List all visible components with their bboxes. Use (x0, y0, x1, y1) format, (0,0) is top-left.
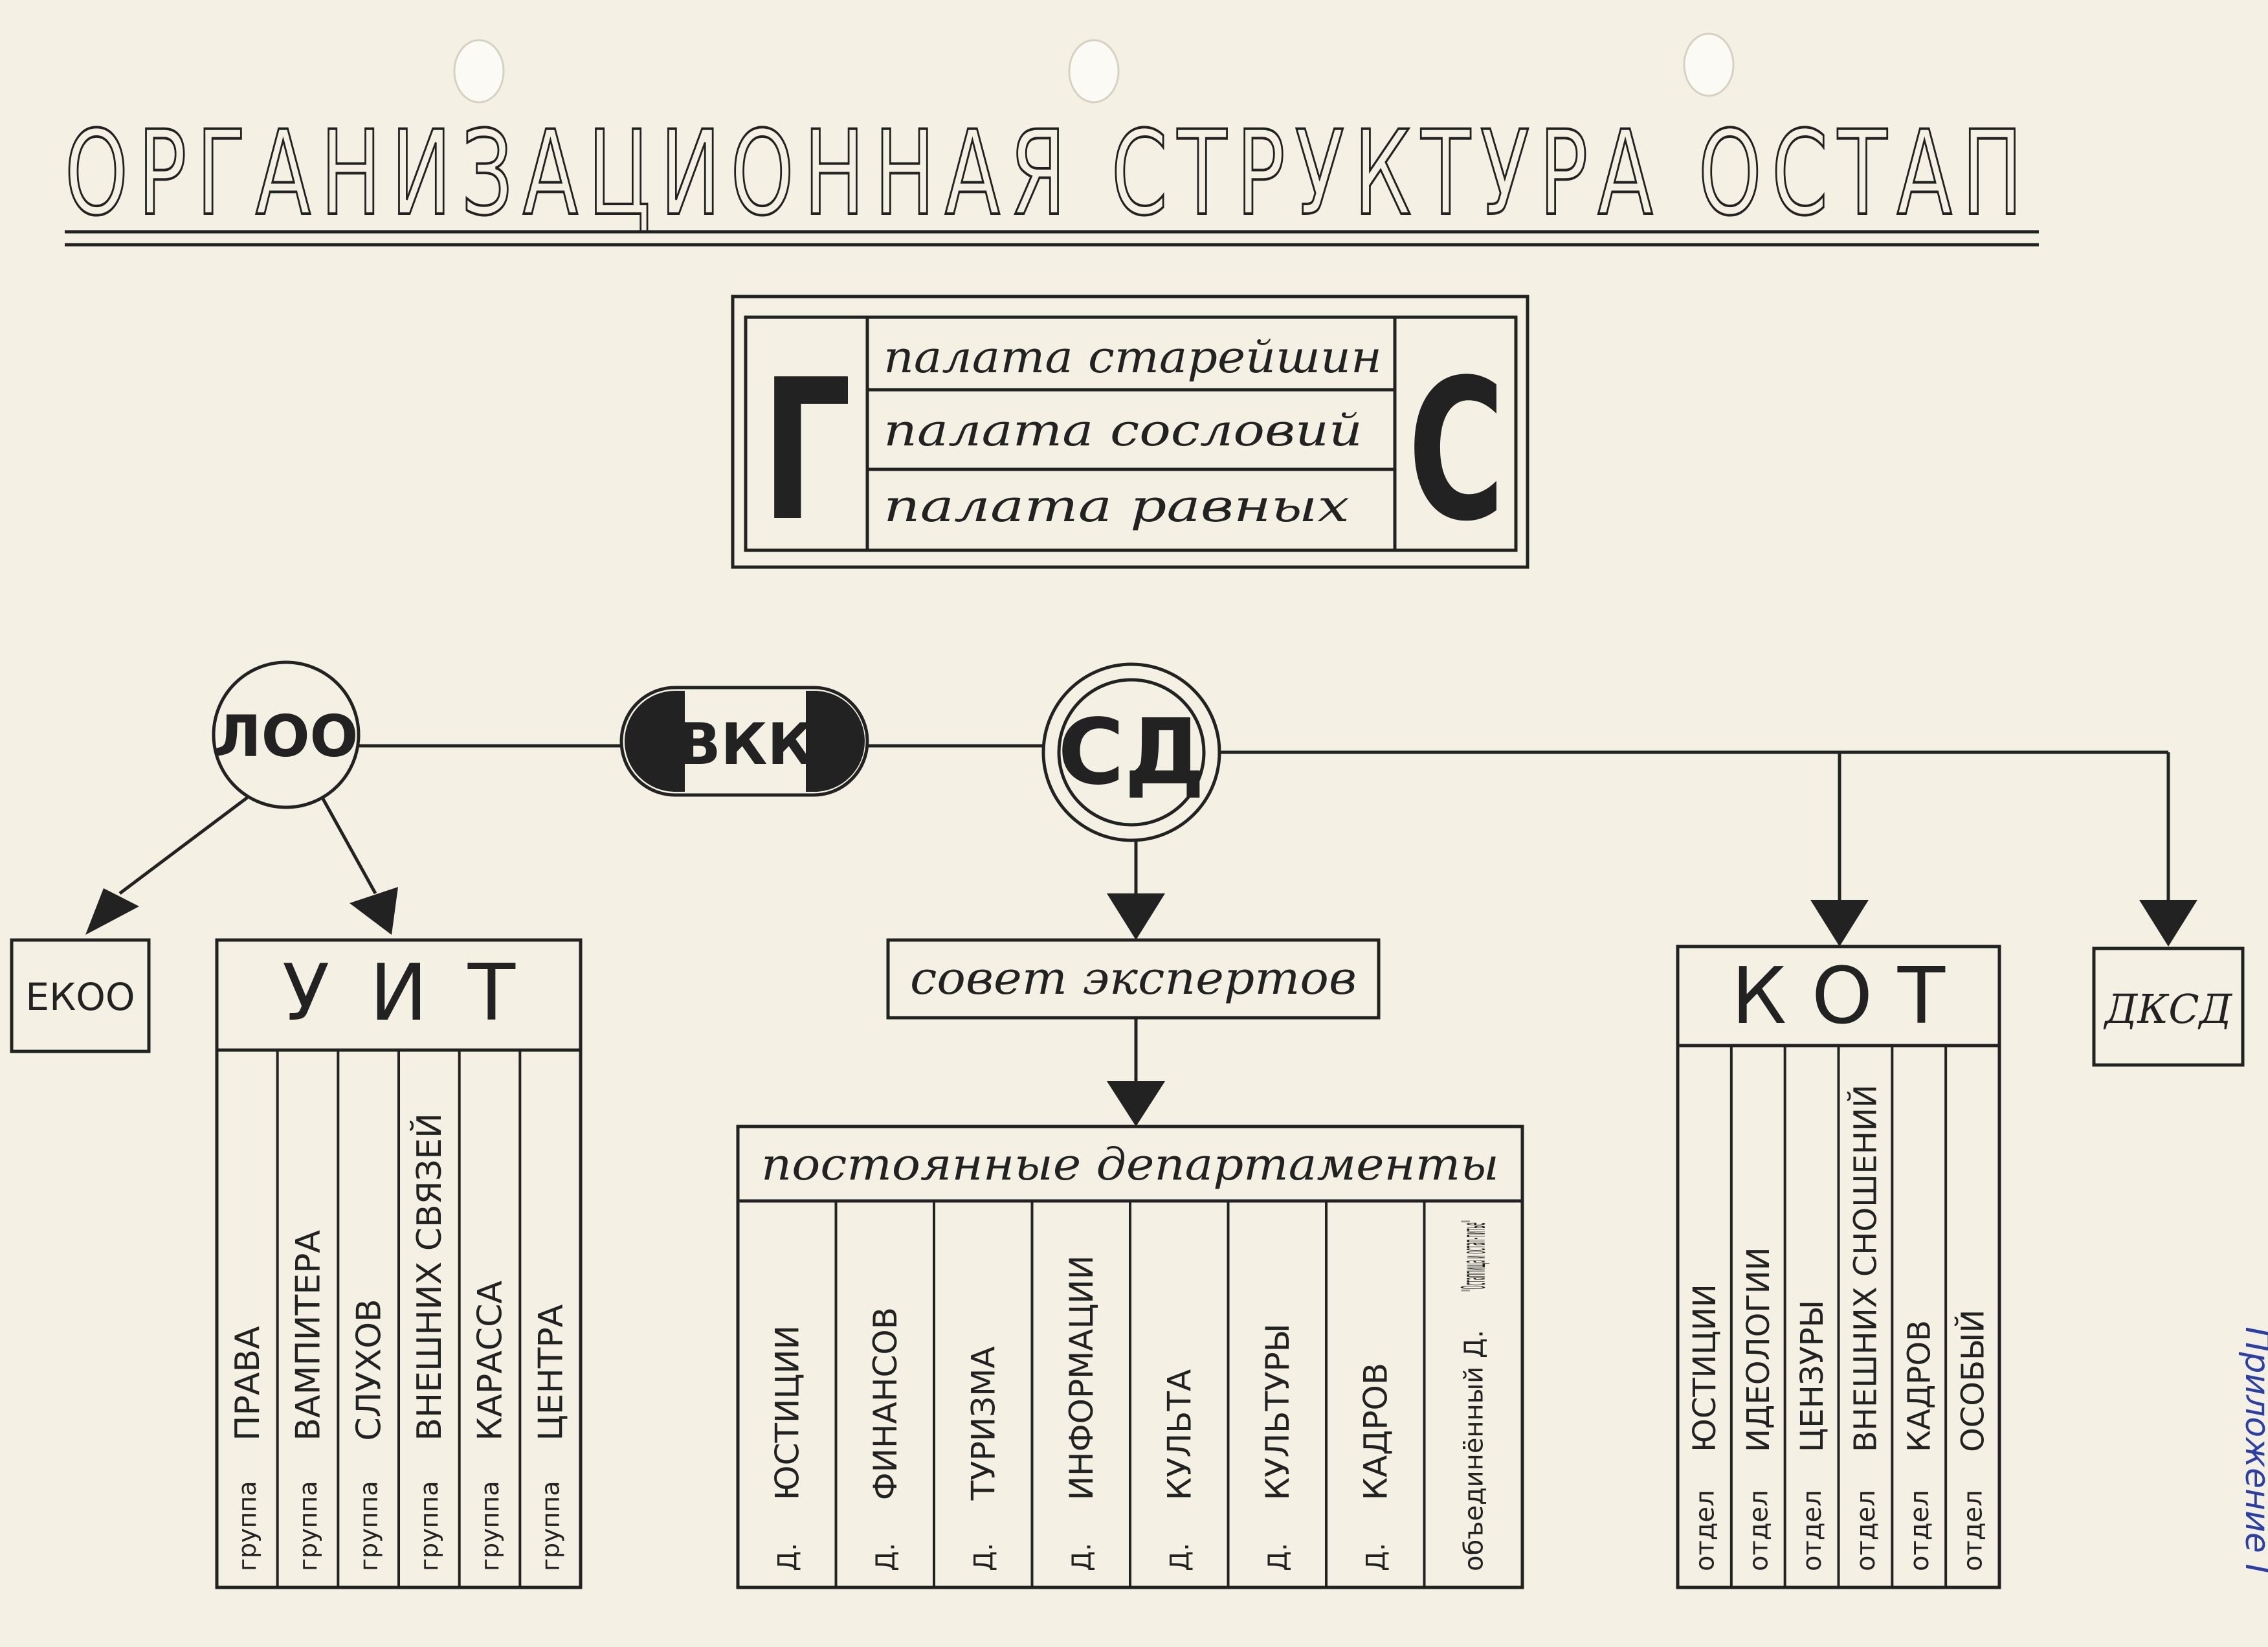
sd-inner-circle (1057, 678, 1206, 827)
page-title: ОРГАНИЗАЦИОННАЯ СТРУКТУРА ОСТАП (65, 106, 2032, 241)
kot-label: К О Т (1731, 952, 1946, 1042)
departments-column-name: КАДРОВ (1357, 1363, 1394, 1501)
departments-column-name: "Остаппища и остап-питье" (1455, 1220, 1493, 1292)
departments-column-prefix: Д. (969, 1543, 999, 1571)
vkk-left-band (673, 691, 685, 792)
vkk-node: ВКК (619, 686, 869, 797)
ekoo-node: ЕКОО (10, 938, 151, 1053)
dksd-label: ДКСД (2103, 985, 2233, 1033)
departments-table: постоянные департаменты Д. ЮСТИЦИИ Д. ФИНАН… (736, 1125, 1524, 1589)
gs-inner-frame (744, 315, 1518, 552)
departments-column-name: ФИНАНСОВ (867, 1307, 904, 1500)
gs-box: Г С палата старейшин палата сословий пал… (731, 295, 1529, 569)
ekoo-label: ЕКОО (25, 975, 135, 1019)
departments-column-prefix: Д. (871, 1543, 900, 1571)
departments-column-name: КУЛЬТА (1161, 1369, 1198, 1501)
departments-column-name: ЮСТИЦИИ (768, 1325, 806, 1500)
kot-column-name: ВНЕШНИХ СНОШЕНИЙ (1847, 1084, 1884, 1452)
departments-column-prefix: Д. (1263, 1543, 1293, 1571)
vkk-right-cap (814, 691, 865, 792)
departments-column-name: ИНФОРМАЦИИ (1063, 1255, 1100, 1501)
chamber-estates: палата сословий (884, 405, 1362, 456)
kot-column-name: ЮСТИЦИИ (1687, 1284, 1723, 1452)
uit-column-name: ВНЕШНИХ СВЯЗЕЙ (410, 1113, 449, 1441)
binder-hole-center (1068, 39, 1120, 104)
line-loo-ekoo (118, 796, 249, 895)
uit-column-prefix: группа (233, 1481, 261, 1571)
kot-column-prefix: отдел (1851, 1490, 1881, 1571)
uit-column-prefix: группа (294, 1481, 322, 1571)
kot-column-prefix: отдел (1797, 1490, 1827, 1571)
uit-table: У И Т группа ПРАВА группа ВАМПИТЕРА группа СЛ… (215, 938, 583, 1589)
line-loo-uit (320, 796, 377, 895)
departments-label: постоянные департаменты (761, 1139, 1499, 1191)
sd-node: СД (1041, 662, 1221, 842)
loo-label: ЛОО (214, 703, 359, 770)
arrow-council (1107, 893, 1165, 940)
departments-column-prefix: Д. (773, 1543, 803, 1571)
uit-column-prefix: группа (476, 1481, 504, 1571)
vkk-right-band (806, 691, 817, 792)
gs-letter-g: Г (761, 338, 852, 564)
ekoo-box (10, 938, 151, 1053)
sd-label: СД (1058, 700, 1205, 805)
council-box (886, 938, 1381, 1020)
kot-table: К О Т отдел ЮСТИЦИИ отдел ИДЕОЛОГИИ отдел ЦЕН… (1676, 945, 2001, 1589)
council-label: совет экспертов (910, 952, 1357, 1005)
binder-hole-right (1683, 32, 1735, 97)
chamber-equals: палата равных (884, 481, 1350, 532)
departments-column-prefix: Д. (1067, 1543, 1096, 1571)
kot-column-name: ИДЕОЛОГИИ (1740, 1248, 1777, 1452)
arrow-uit (350, 887, 398, 935)
uit-column-prefix: группа (354, 1481, 383, 1571)
uit-column-name: ПРАВА (228, 1326, 267, 1441)
dksd-box (2092, 947, 2245, 1067)
gs-letter-s: С (1408, 338, 1505, 564)
vkk-pill (619, 686, 869, 797)
kot-column-prefix: отдел (1744, 1490, 1773, 1571)
chamber-elders: палата старейшин (884, 332, 1382, 383)
arrow-departments (1107, 1081, 1165, 1126)
departments-column-name: КУЛЬТУРЫ (1259, 1323, 1296, 1500)
uit-label: У И Т (282, 948, 516, 1038)
departments-column-name: ТУРИЗМА (964, 1346, 1002, 1501)
connectors (85, 744, 2197, 1126)
uit-column-name: ВАМПИТЕРА (289, 1230, 328, 1441)
gs-outer-frame (731, 295, 1529, 569)
arrow-kot (1810, 900, 1869, 947)
uit-column-name: СЛУХОВ (350, 1299, 388, 1440)
kot-column-prefix: отдел (1905, 1490, 1935, 1571)
loo-circle (212, 660, 361, 809)
departments-column-prefix: объединённый Д. (1459, 1330, 1489, 1571)
kot-column-name: ЦЕНЗУРЫ (1794, 1300, 1830, 1452)
arrow-dksd (2139, 900, 2197, 947)
kot-column-name: ОСОБЫЙ (1954, 1310, 1991, 1452)
appendix-note: Приложение I (2238, 1327, 2268, 1573)
kot-column-prefix: отдел (1690, 1490, 1720, 1571)
uit-column-prefix: группа (415, 1481, 443, 1571)
kot-column-name: КАДРОВ (1902, 1320, 1938, 1452)
kot-column-prefix: отдел (1959, 1490, 1988, 1571)
binder-hole-left (453, 39, 505, 104)
uit-column-prefix: группа (536, 1481, 564, 1571)
arrow-ekoo (85, 888, 139, 935)
departments-column-prefix: Д. (1361, 1543, 1391, 1571)
council-node: совет экспертов (886, 938, 1381, 1020)
sd-outer-circle (1041, 662, 1221, 842)
vkk-label: ВКК (678, 711, 814, 778)
uit-column-name: ЦЕНТРА (531, 1304, 570, 1440)
dksd-node: ДКСД (2092, 947, 2245, 1067)
departments-column-prefix: Д. (1165, 1543, 1195, 1571)
vkk-left-cap (625, 691, 675, 792)
loo-node: ЛОО (212, 660, 361, 809)
uit-column-name: КАРАССА (471, 1281, 510, 1441)
